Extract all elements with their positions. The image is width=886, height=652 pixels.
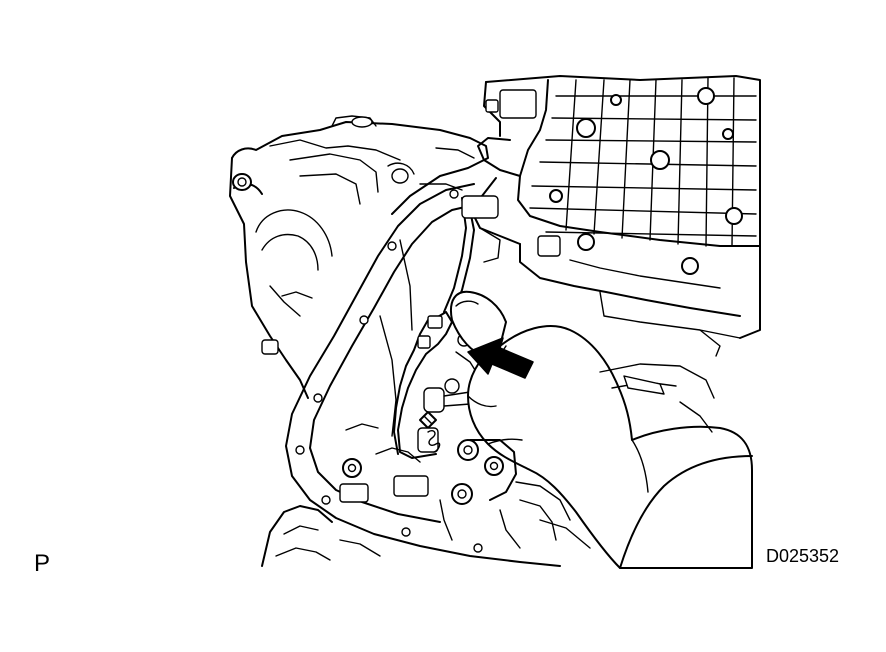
lower-internals: [340, 424, 590, 548]
technician-hand: [451, 292, 752, 568]
figure-section-letter: P: [34, 550, 51, 577]
figure-reference-code: D025352: [766, 546, 840, 566]
right-side-detail: [600, 364, 714, 432]
arrow-pointer-icon: [468, 338, 533, 378]
lower-case-detail: [262, 506, 380, 566]
valve-body: [474, 76, 760, 356]
transmission-case: [230, 116, 488, 398]
